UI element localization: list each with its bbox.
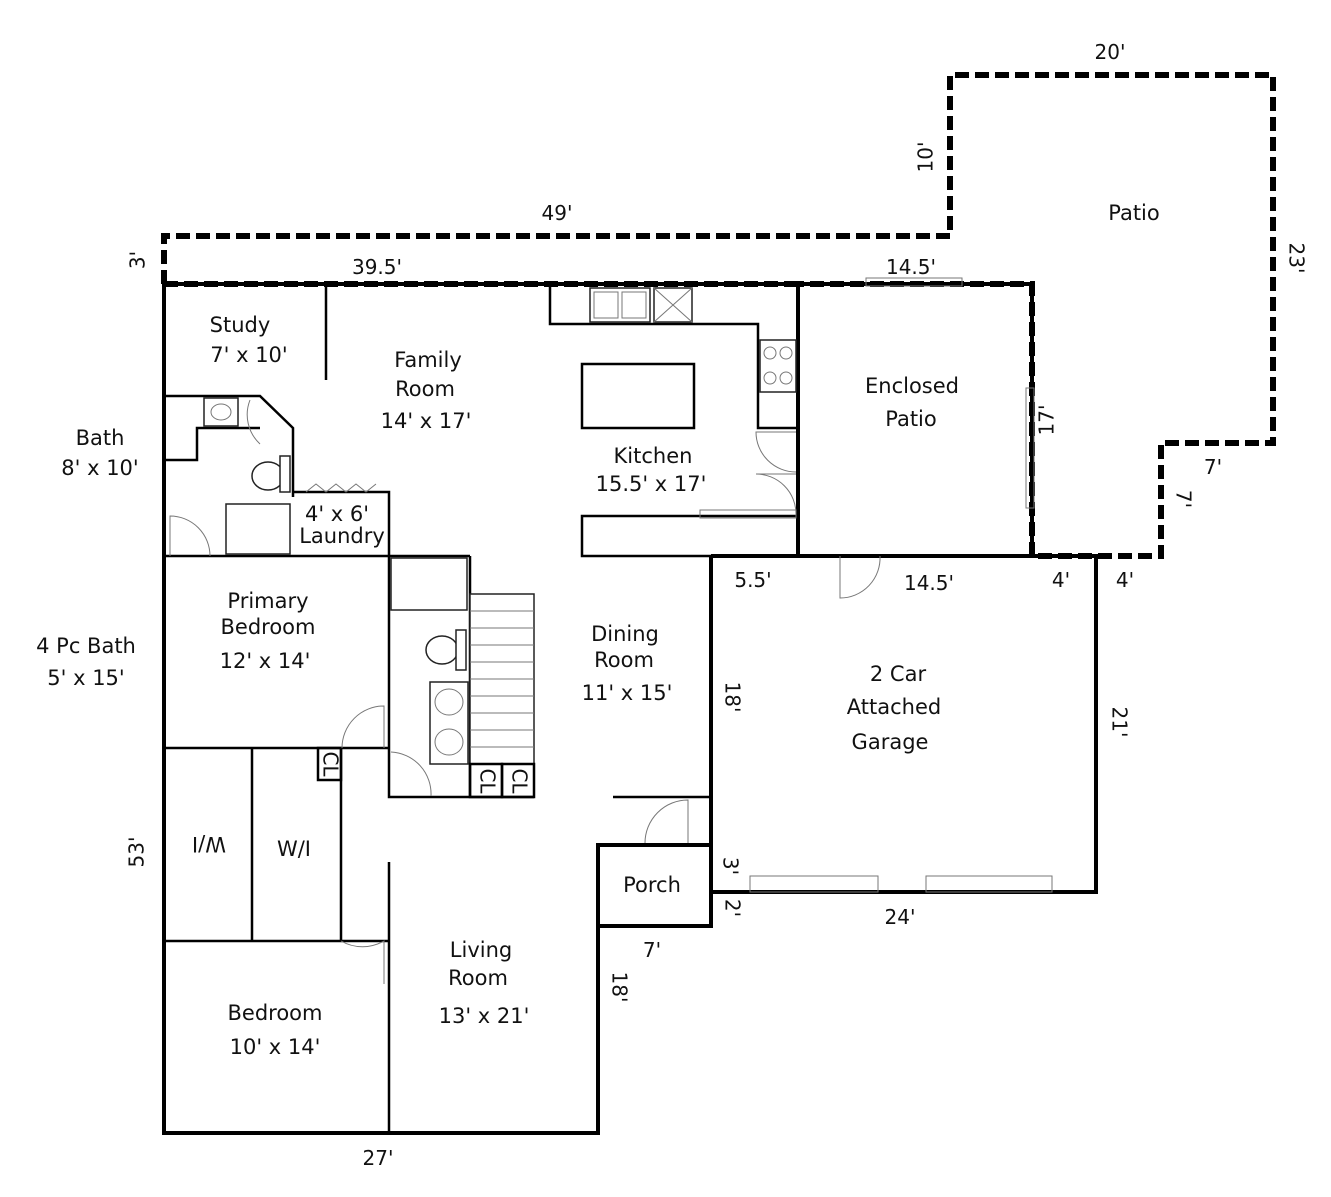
- doors: [169, 399, 881, 984]
- fixtures: [203, 277, 1053, 893]
- dim-patio-right: 23': [1285, 243, 1309, 274]
- dim-garage-left: 18': [721, 682, 745, 713]
- kitchen-name: Kitchen: [614, 444, 693, 468]
- walk-in-right: W/I: [277, 837, 311, 861]
- walk-in-left: W/I: [192, 832, 226, 856]
- bath-size: 8' x 10': [61, 456, 138, 480]
- double-vanity-icon: [429, 681, 469, 765]
- dim-enclosed-top: 14.5': [886, 255, 936, 279]
- primary-bedroom-size: 12' x 14': [220, 649, 311, 673]
- dim-garage-bottom: 24': [885, 905, 916, 929]
- stove-icon: [759, 339, 797, 393]
- laundry-name: Laundry: [299, 524, 385, 548]
- bedroom-size: 10' x 14': [230, 1035, 321, 1059]
- laundry-size: 4' x 6': [305, 502, 369, 526]
- dining-room-line1: Dining: [591, 622, 659, 646]
- toilet-icon: [251, 461, 285, 491]
- closet-label-2: CL: [476, 768, 500, 794]
- bedroom-name: Bedroom: [228, 1001, 323, 1025]
- dim-garage-top-right-a: 4': [1052, 568, 1070, 592]
- dining-room-line2: Room: [594, 648, 654, 672]
- dim-patio-top: 20': [1095, 40, 1126, 64]
- garage-line3: Garage: [852, 730, 929, 754]
- garage-line1: 2 Car: [870, 662, 927, 686]
- four-pc-bath-size: 5' x 15': [47, 666, 124, 690]
- patio-outline: [161, 72, 1276, 559]
- dim-patio-step-v: 7': [1172, 490, 1196, 508]
- dim-house-bottom: 27': [363, 1146, 394, 1170]
- closet-label-3: CL: [508, 768, 532, 794]
- room-labels: Study 7' x 10' Family Room 14' x 17' Kit…: [36, 201, 1160, 1059]
- dim-garage-top: 14.5': [904, 571, 954, 595]
- dim-house-top: 39.5': [352, 255, 402, 279]
- dim-garage-top-right-b: 4': [1116, 568, 1134, 592]
- study-name: Study: [210, 313, 271, 337]
- garage-line2: Attached: [847, 695, 941, 719]
- study-size: 7' x 10': [210, 343, 287, 367]
- dim-patio-step-h: 7': [1204, 455, 1222, 479]
- dim-garage-left-top: 5.5': [734, 568, 771, 592]
- living-room-line1: Living: [450, 938, 512, 962]
- dining-room-size: 11' x 15': [582, 681, 673, 705]
- primary-bedroom-line2: Bedroom: [221, 615, 316, 639]
- dim-porch-bottom: 7': [643, 938, 661, 962]
- living-room-line2: Room: [448, 966, 508, 990]
- bath-name: Bath: [76, 426, 125, 450]
- family-room-size: 14' x 17': [381, 409, 472, 433]
- dim-deck-top: 49': [542, 201, 573, 225]
- dim-deck-left: 3': [126, 251, 150, 269]
- patio-name: Patio: [1108, 201, 1160, 225]
- kitchen-size: 15.5' x 17': [596, 472, 707, 496]
- porch-name: Porch: [623, 873, 681, 897]
- enclosed-patio-line2: Patio: [885, 407, 937, 431]
- dimension-labels: 20' 10' 49' 3' 23' 39.5' 14.5' 17' 7' 7'…: [125, 40, 1309, 1170]
- primary-bedroom-line1: Primary: [227, 589, 308, 613]
- exterior-walls: [162, 282, 1098, 1135]
- dim-house-left: 53': [125, 837, 149, 868]
- dim-porch-b: 2': [721, 899, 745, 917]
- dim-porch-a: 3': [719, 857, 743, 875]
- dim-living-right: 18': [608, 972, 632, 1003]
- shower-icon: [225, 503, 291, 555]
- living-room-size: 13' x 21': [439, 1004, 530, 1028]
- tub-icon: [390, 557, 468, 611]
- toilet-icon-2: [425, 635, 459, 665]
- family-room-line2: Room: [395, 377, 455, 401]
- closet-label-1: CL: [319, 751, 343, 777]
- four-pc-bath-name: 4 Pc Bath: [36, 634, 136, 658]
- dim-enclosed-right: 17': [1035, 405, 1059, 436]
- dim-patio-left: 10': [914, 142, 938, 173]
- bath-sink-icon: [203, 397, 239, 427]
- enclosed-patio-line1: Enclosed: [865, 374, 959, 398]
- kitchen-sink-icon: [589, 287, 651, 323]
- dim-garage-right: 21': [1108, 707, 1132, 738]
- family-room-line1: Family: [394, 348, 462, 372]
